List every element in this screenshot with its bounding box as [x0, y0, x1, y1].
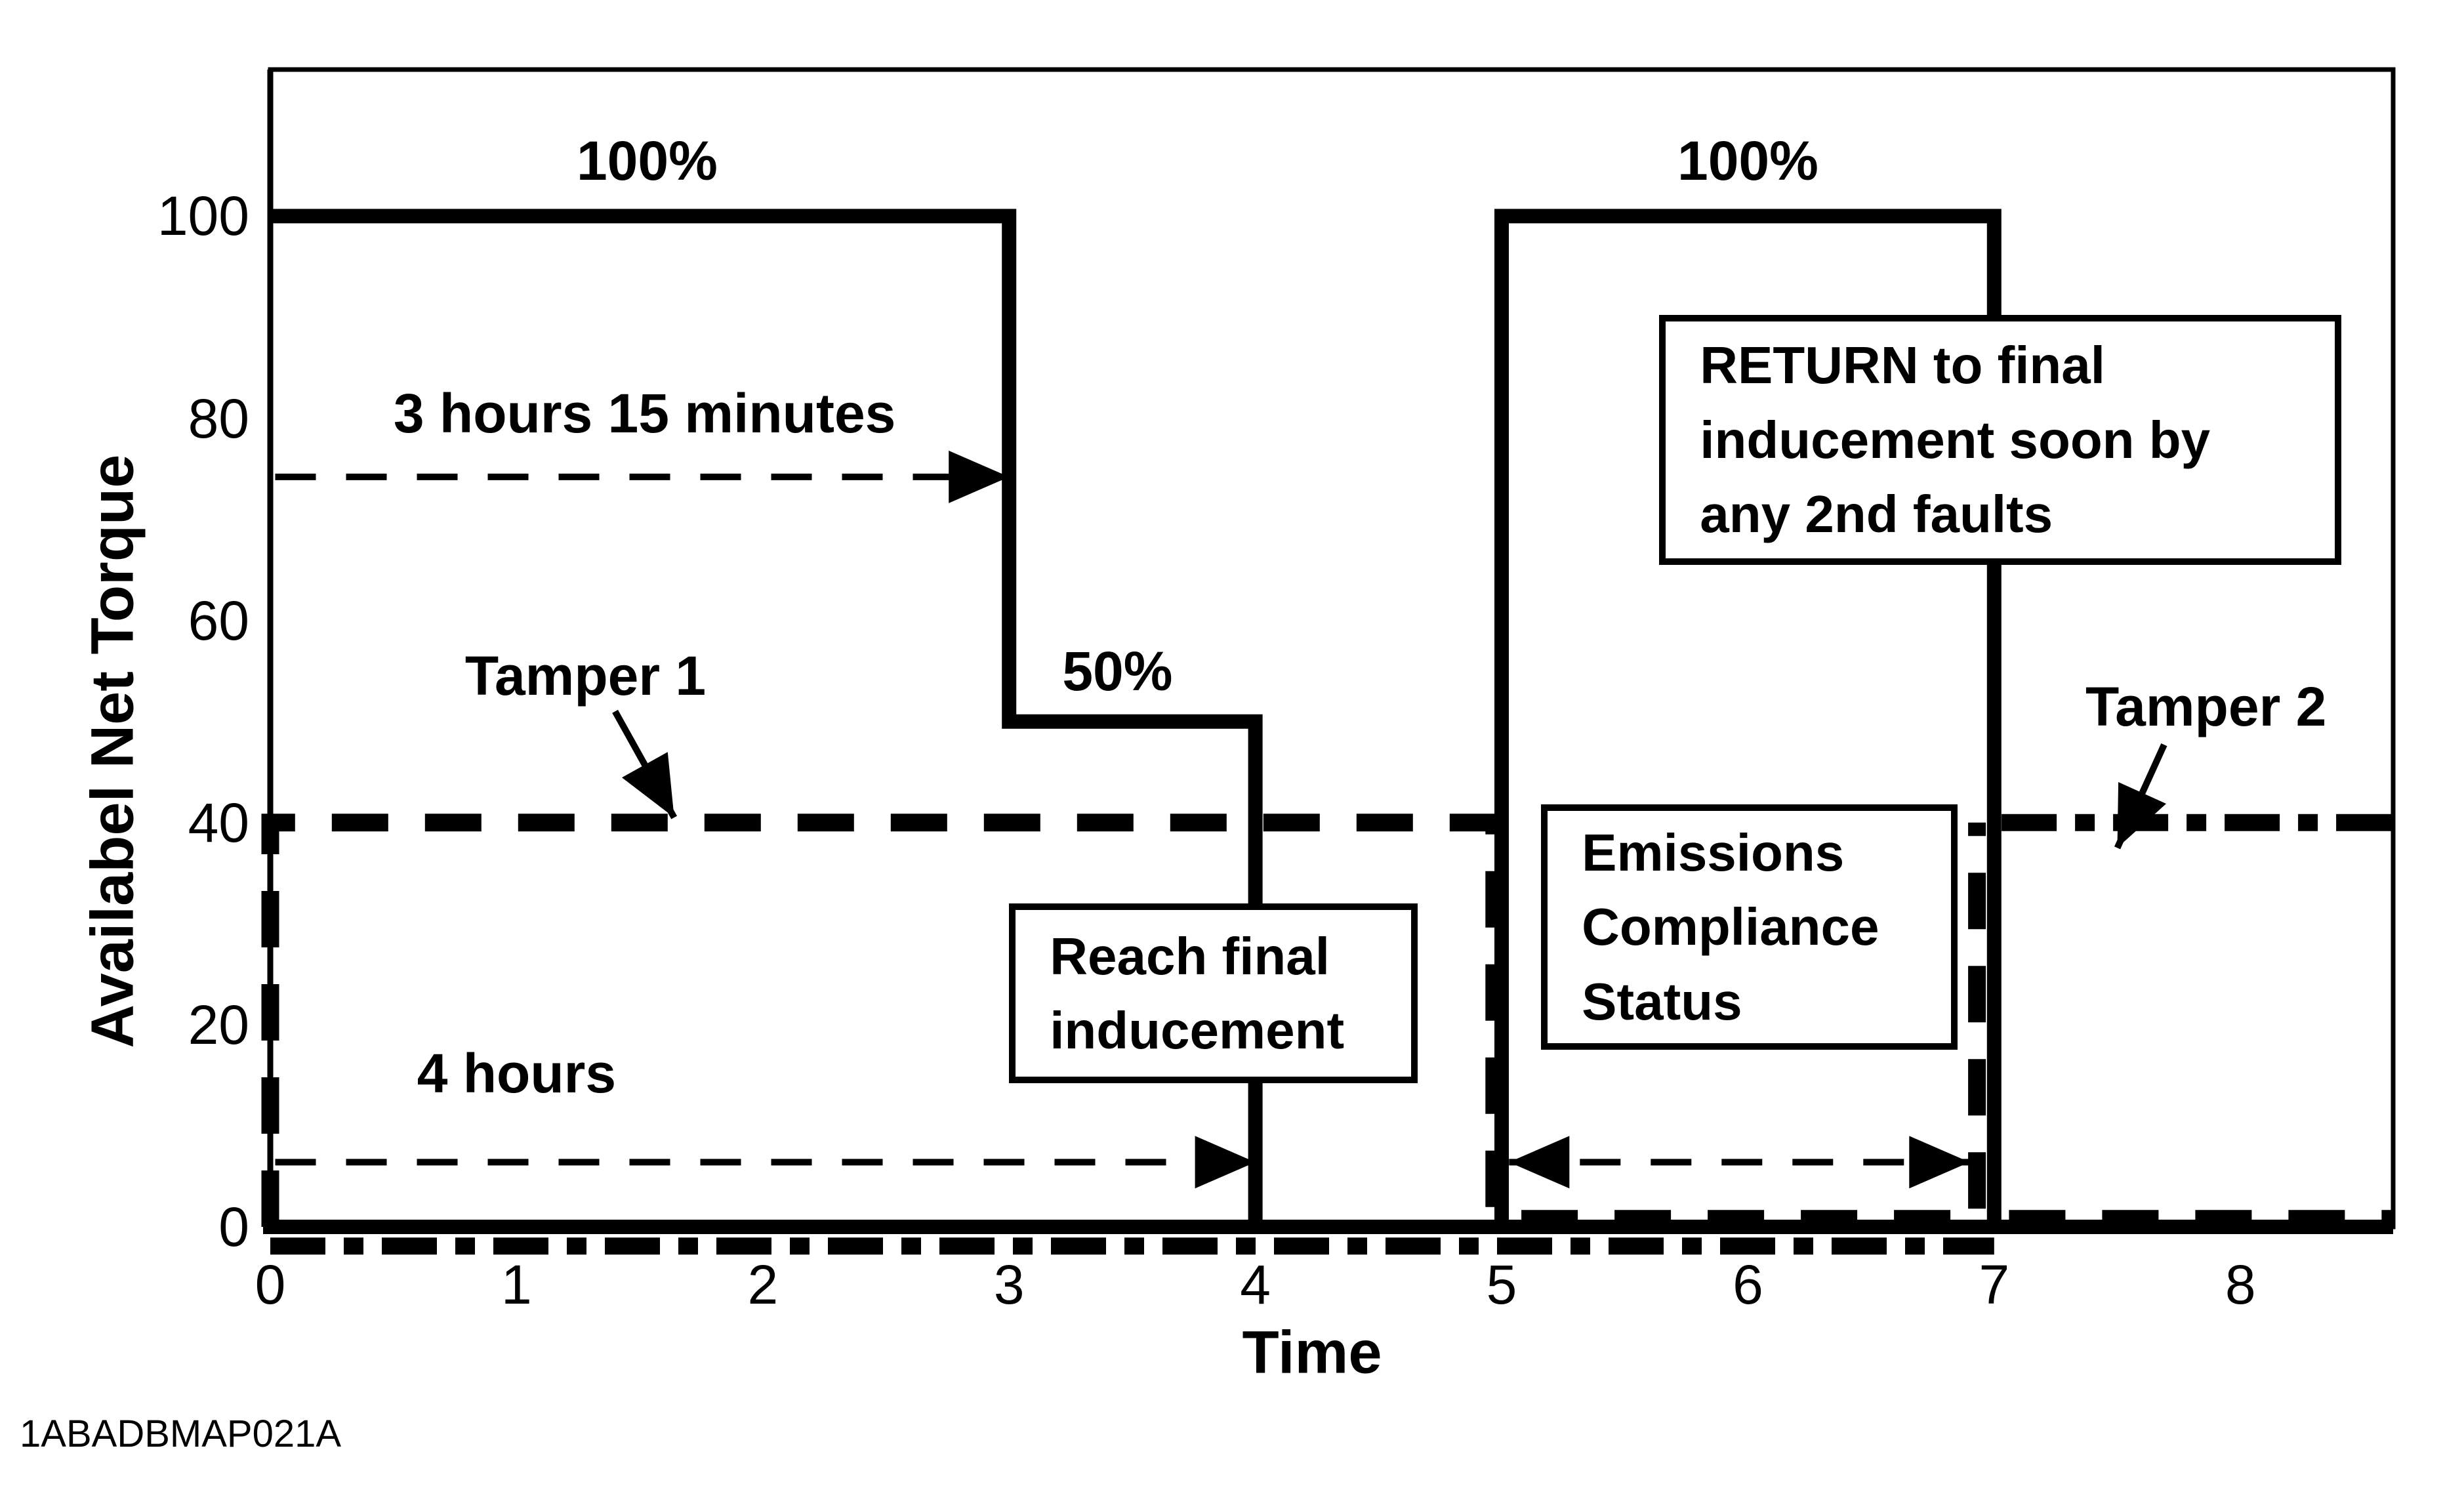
box-emissions-compliance-status-line: Emissions — [1582, 823, 1845, 882]
x-tick-5: 5 — [1486, 1254, 1517, 1315]
box-return-to-final-inducement-line: inducement soon by — [1700, 410, 2211, 469]
label-duration-3h15: 3 hours 15 minutes — [393, 382, 896, 444]
x-tick-7: 7 — [1979, 1254, 2010, 1315]
box-return-to-final-inducement-line: any 2nd faults — [1700, 485, 2053, 544]
y-tick-60: 60 — [188, 589, 249, 651]
box-reach-final-inducement-line: Reach final — [1050, 926, 1330, 985]
y-axis-title: Availabel Net Torque — [79, 454, 146, 1048]
label-pct-100-second: 100% — [1677, 129, 1818, 192]
arrow-compliance-window-head — [1909, 1136, 1970, 1189]
x-tick-8: 8 — [2225, 1254, 2256, 1315]
y-tick-0: 0 — [218, 1196, 249, 1258]
box-return-to-final-inducement: RETURN to final inducement soon by any 2nd… — [1659, 315, 2342, 565]
x-tick-4: 4 — [1240, 1254, 1271, 1315]
x-tick-6: 6 — [1733, 1254, 1763, 1315]
x-tick-3: 3 — [993, 1254, 1025, 1315]
figure-code-label: 1ABADBMAP021A — [20, 1413, 342, 1455]
arrow-4h-head — [1195, 1136, 1256, 1189]
x-tick-1: 1 — [501, 1254, 532, 1315]
y-tick-100: 100 — [157, 185, 249, 247]
y-tick-20: 20 — [188, 993, 249, 1056]
box-emissions-compliance-status-line: Status — [1582, 972, 1742, 1031]
label-duration-4h: 4 hours — [417, 1042, 617, 1104]
x-tick-2: 2 — [747, 1254, 779, 1315]
arrow-tamper-2-pointer-head — [2117, 782, 2166, 848]
x-axis-title: Time — [1242, 1319, 1382, 1386]
arrow-tamper-1-pointer-head — [622, 752, 674, 818]
label-tamper-2: Tamper 2 — [2085, 675, 2327, 737]
y-tick-40: 40 — [188, 791, 249, 854]
box-emissions-compliance-status-line: Compliance — [1582, 898, 1879, 957]
arrow-compliance-window-head — [1509, 1136, 1570, 1189]
box-reach-final-inducement-line: inducement — [1050, 1001, 1345, 1060]
x-tick-0: 0 — [255, 1254, 286, 1315]
y-tick-80: 80 — [188, 387, 249, 449]
label-pct-50: 50% — [1062, 640, 1173, 702]
arrow-3h15-head — [949, 450, 1010, 503]
label-pct-100-first: 100% — [576, 129, 718, 192]
label-tamper-1: Tamper 1 — [464, 645, 707, 707]
box-return-to-final-inducement-line: RETURN to final — [1700, 336, 2106, 395]
box-reach-final-inducement: Reach final inducement — [1009, 903, 1418, 1084]
